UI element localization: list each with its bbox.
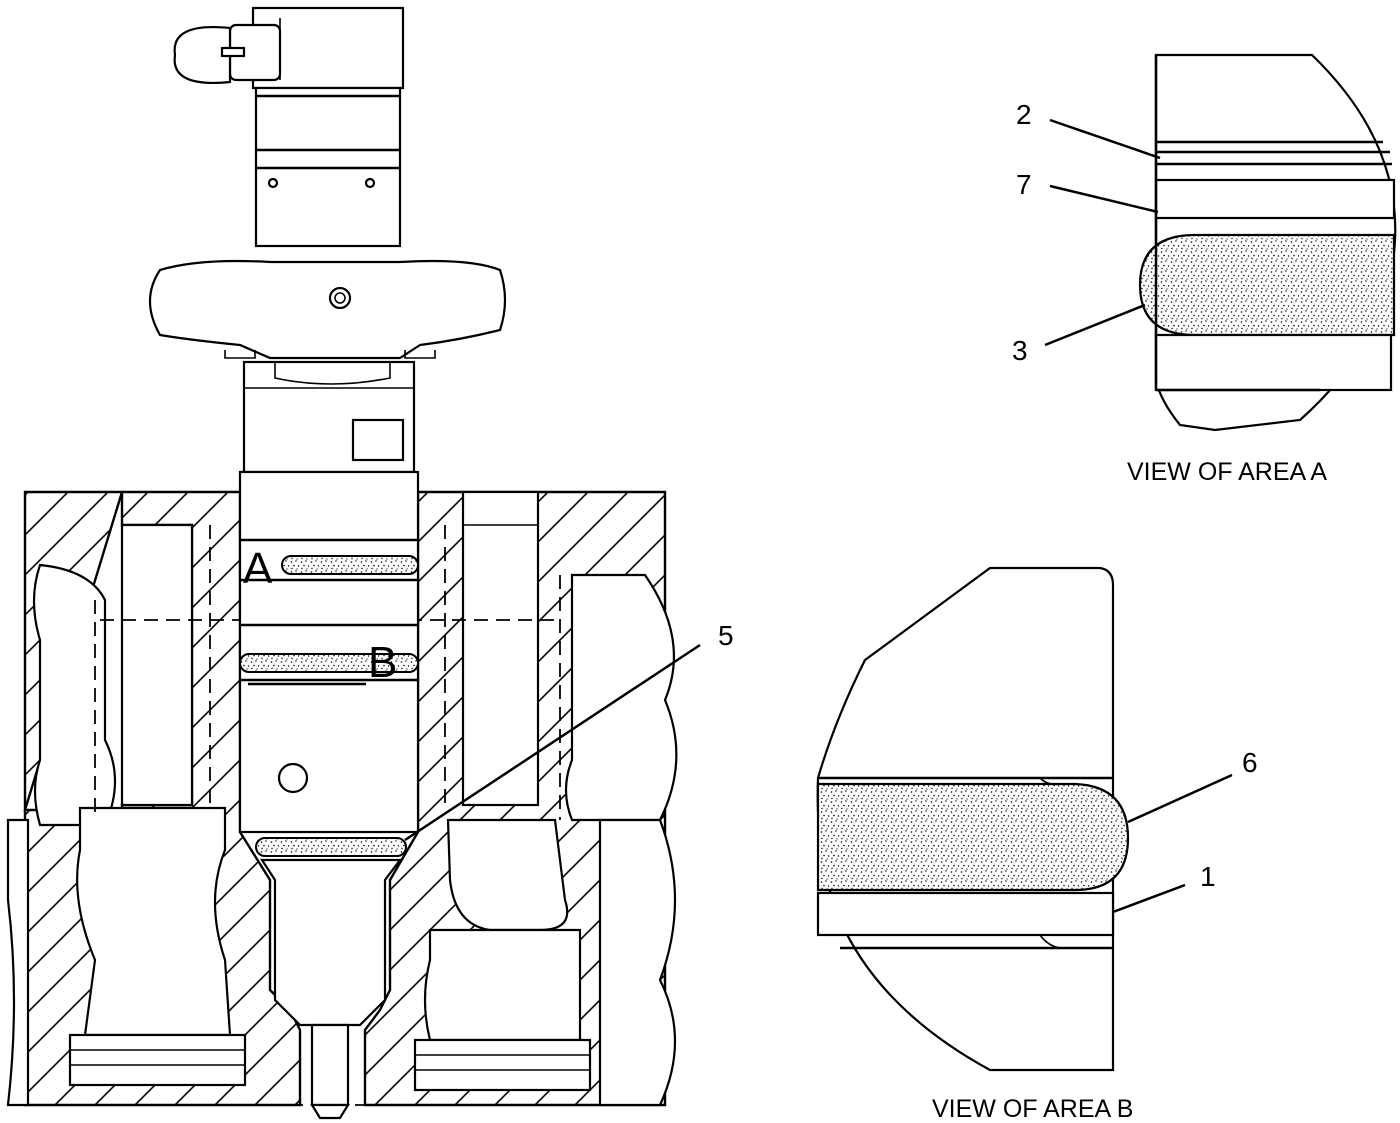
o-ring-upper (281, 555, 419, 575)
leader-3 (1044, 303, 1146, 347)
lower-land-a (1154, 333, 1393, 392)
o-ring-middle (239, 653, 419, 673)
right-lower-port (446, 818, 569, 932)
view-area-b: 6 1 VIEW OF AREA B (816, 566, 1258, 1123)
left-lower-port (76, 806, 232, 1037)
main-callouts: A B 5 (243, 544, 734, 842)
leader-7 (1049, 184, 1159, 214)
leader-1 (1112, 883, 1186, 914)
nozzle-tip (310, 1023, 350, 1107)
cylinder-head-section (6, 490, 678, 1107)
area-b-marker: B (368, 638, 397, 687)
o-ring-6 (816, 782, 1130, 892)
right-lower-port-2 (423, 928, 582, 1042)
sleeve-port (277, 762, 309, 794)
o-ring-lower (255, 837, 407, 857)
body-window (351, 418, 405, 462)
leader-2 (1049, 118, 1161, 160)
view-area-a: 2 7 3 VIEW OF AREA A (1012, 53, 1397, 486)
injector-sleeve (238, 470, 420, 834)
callout-2: 2 (1016, 99, 1032, 130)
area-a-marker: A (243, 544, 273, 593)
o-ring-3 (1138, 233, 1396, 337)
left-coolant-cavity (32, 563, 117, 827)
injector-nozzle-body (259, 858, 403, 1027)
left-bolt-bore (120, 523, 194, 807)
callout-5: 5 (718, 620, 734, 651)
far-left-cavity (6, 818, 30, 1107)
electrical-connector (173, 26, 232, 84)
caption-area-a: VIEW OF AREA A (1127, 458, 1327, 486)
callout-7: 7 (1016, 169, 1032, 200)
callout-1: 1 (1200, 861, 1216, 892)
clamp-bolt (328, 286, 352, 310)
callout-3: 3 (1012, 335, 1028, 366)
caption-area-b: VIEW OF AREA B (932, 1095, 1133, 1123)
leader-6 (1127, 773, 1233, 824)
fuel-injector (149, 6, 507, 1120)
right-valve-seat (413, 1038, 592, 1092)
left-valve-seat (68, 1033, 247, 1087)
backup-ring-1 (816, 891, 1115, 937)
injector-clamp (149, 259, 507, 360)
backup-ring-7 (1154, 178, 1396, 220)
right-bolt-bore (461, 490, 540, 807)
callout-6: 6 (1242, 747, 1258, 778)
far-right-cavity (598, 818, 677, 1107)
leader-5 (404, 643, 701, 842)
